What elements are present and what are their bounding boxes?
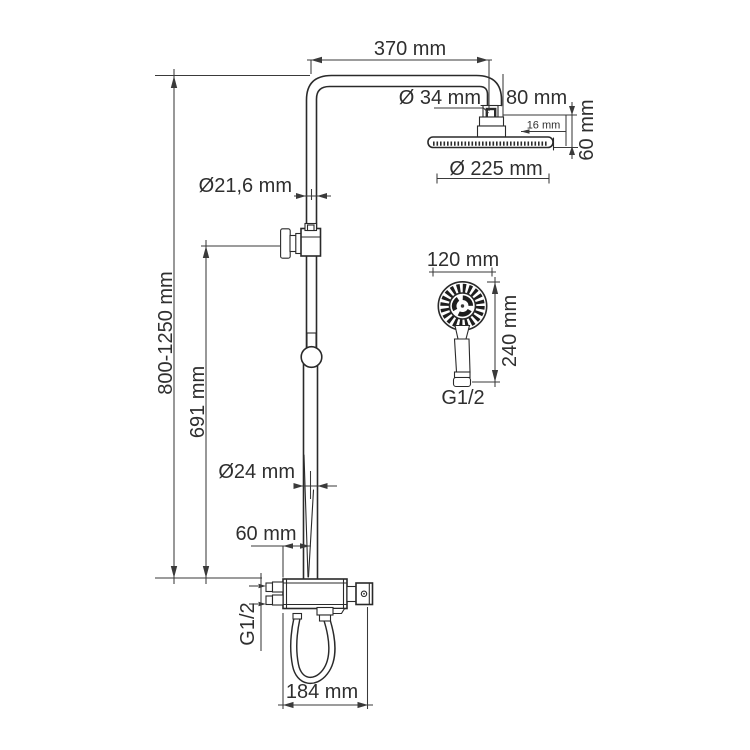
- dim-60mm-head-label: 60 mm: [576, 99, 598, 160]
- dim-d216mm-label: Ø21,6 mm: [199, 175, 292, 197]
- dim-head-offset: 80 mm: [502, 74, 577, 146]
- g12-mixer-label: G1/2: [237, 602, 259, 645]
- dim-arm-length: 370 mm: [307, 38, 492, 111]
- dim-240mm-label: 240 mm: [499, 295, 521, 367]
- hand-shower-center-jets: [451, 295, 474, 317]
- dim-column-height: 800-1250 mm: [155, 69, 310, 584]
- overhead-shower-head: [427, 136, 555, 151]
- dim-connector-diameter: Ø 34 mm: [399, 87, 489, 114]
- dim-d24mm-label: Ø24 mm: [218, 461, 295, 483]
- dim-80mm-label: 80 mm: [506, 87, 567, 109]
- inlet-fitting-top: [265, 582, 274, 593]
- bracket-knob: [280, 228, 291, 259]
- dim-mixer-width: 184 mm: [278, 607, 373, 709]
- hand-shower-handle: [453, 338, 471, 373]
- dim-184mm-label: 184 mm: [286, 681, 358, 703]
- hand-shower: [437, 280, 488, 388]
- wall-bracket: [280, 222, 322, 259]
- hand-shower-thread-cap: [452, 376, 472, 388]
- hand-shower-neck: [454, 324, 471, 340]
- dim-head-diameter: Ø 225 mm: [436, 158, 550, 184]
- bracket-body: [300, 227, 322, 257]
- hose-outlet-nut: [316, 606, 334, 616]
- arm-connector: [476, 104, 507, 138]
- dim-hand-shower-diameter: 120 mm: [427, 249, 499, 277]
- dim-120mm-label: 120 mm: [427, 249, 499, 271]
- dim-d225mm-label: Ø 225 mm: [449, 158, 542, 180]
- inlet-fitting-bottom: [265, 595, 274, 606]
- label-hand-shower-thread: G1/2: [441, 387, 484, 409]
- dim-60mm-mixer-label: 60 mm: [235, 523, 296, 545]
- dim-plate-thickness: 16 mm: [521, 120, 566, 134]
- label-mixer-thread: G1/2: [237, 573, 266, 651]
- shower-hose: [289, 612, 336, 684]
- slider-holder: [300, 332, 323, 369]
- dim-800-1250mm-label: 800-1250 mm: [155, 271, 177, 394]
- dim-370mm-label: 370 mm: [374, 38, 446, 60]
- dim-mixer-offset: 60 mm: [235, 523, 311, 578]
- dim-16mm-label: 16 mm: [527, 120, 561, 132]
- thermostatic-mixer: [265, 578, 374, 622]
- dim-d34mm-label: Ø 34 mm: [399, 87, 481, 109]
- dim-upper-pipe-diameter: Ø21,6 mm: [199, 175, 331, 200]
- dim-691mm-label: 691 mm: [187, 366, 209, 438]
- mixer-body: [282, 578, 348, 610]
- hand-shower-nozzle-ring: [440, 283, 485, 329]
- dim-hand-shower-length: 240 mm: [472, 277, 521, 387]
- dim-head-height: 60 mm: [554, 99, 598, 161]
- dim-lower-pipe-diameter: Ø24 mm: [218, 461, 337, 499]
- column-pipe-and-arm: [302, 74, 503, 580]
- dim-bracket-height: 691 mm: [187, 240, 280, 584]
- g12-hand-label: G1/2: [441, 387, 484, 409]
